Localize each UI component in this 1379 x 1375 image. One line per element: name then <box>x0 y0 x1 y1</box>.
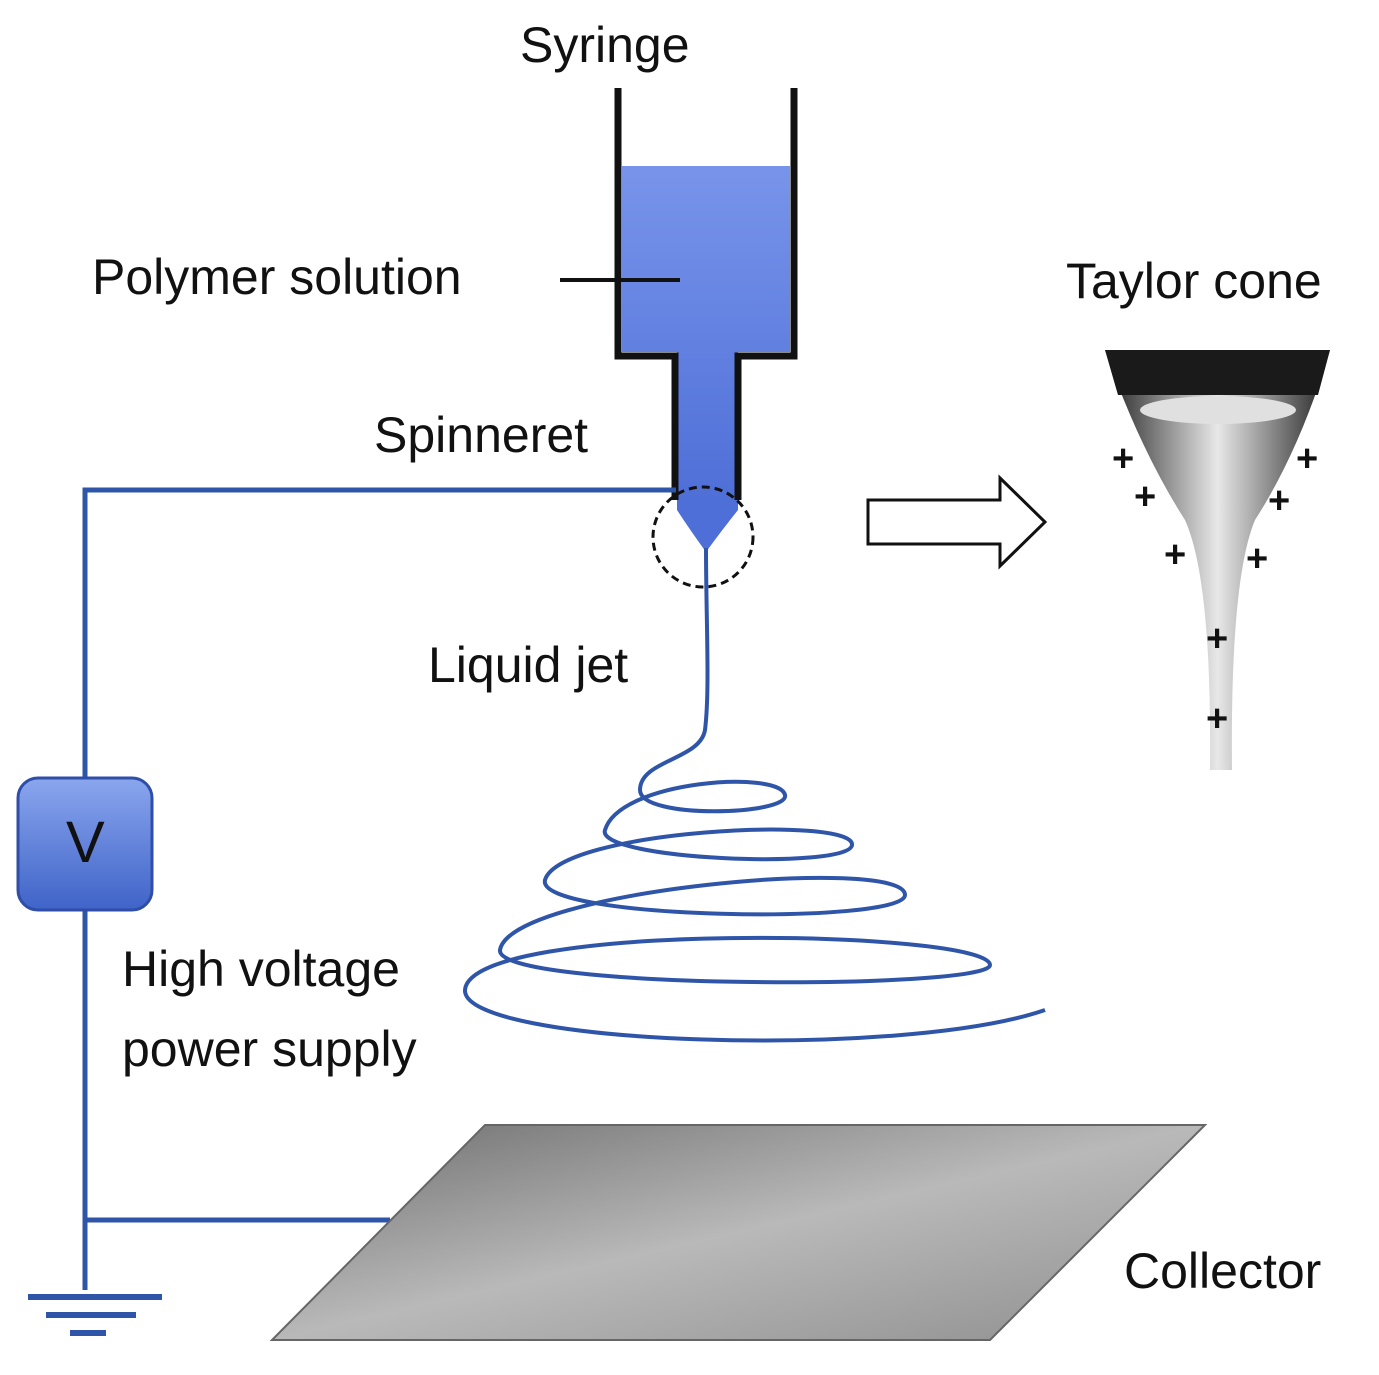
charge-sign: + <box>1112 438 1135 480</box>
charge-sign: + <box>1296 438 1319 480</box>
power-supply-label-line2: power supply <box>122 1021 417 1077</box>
spinneret-droplet <box>677 500 738 552</box>
taylor-cone-highlight <box>1140 396 1296 424</box>
power-supply-label-line1: High voltage <box>122 941 400 997</box>
polymer-solution-fill <box>622 166 790 500</box>
ground-symbol-icon <box>28 1294 162 1336</box>
syringe-label: Syringe <box>520 17 690 73</box>
charge-sign: + <box>1134 476 1157 518</box>
taylor-cone-top <box>1105 350 1330 395</box>
voltage-symbol: V <box>66 810 105 875</box>
taylor-cone-image <box>1105 350 1330 770</box>
polymer-solution-label: Polymer solution <box>92 249 462 305</box>
taylor-cone-label: Taylor cone <box>1066 253 1322 309</box>
collector-label: Collector <box>1124 1243 1322 1299</box>
circuit-wire <box>82 487 676 1290</box>
liquid-jet <box>462 547 1046 1043</box>
liquid-jet-label: Liquid jet <box>428 637 629 693</box>
charge-sign: + <box>1206 698 1229 740</box>
collector-plate <box>269 1124 1208 1341</box>
charge-sign: + <box>1206 618 1229 660</box>
charge-sign: + <box>1268 480 1291 522</box>
voltage-source-box <box>16 776 154 912</box>
hollow-right-arrow-icon <box>866 474 1048 570</box>
charge-sign: + <box>1246 538 1269 580</box>
spinneret-label: Spinneret <box>374 407 589 463</box>
dashed-circle-icon <box>651 485 755 589</box>
syringe-outline <box>614 88 798 500</box>
charge-sign: + <box>1164 534 1187 576</box>
